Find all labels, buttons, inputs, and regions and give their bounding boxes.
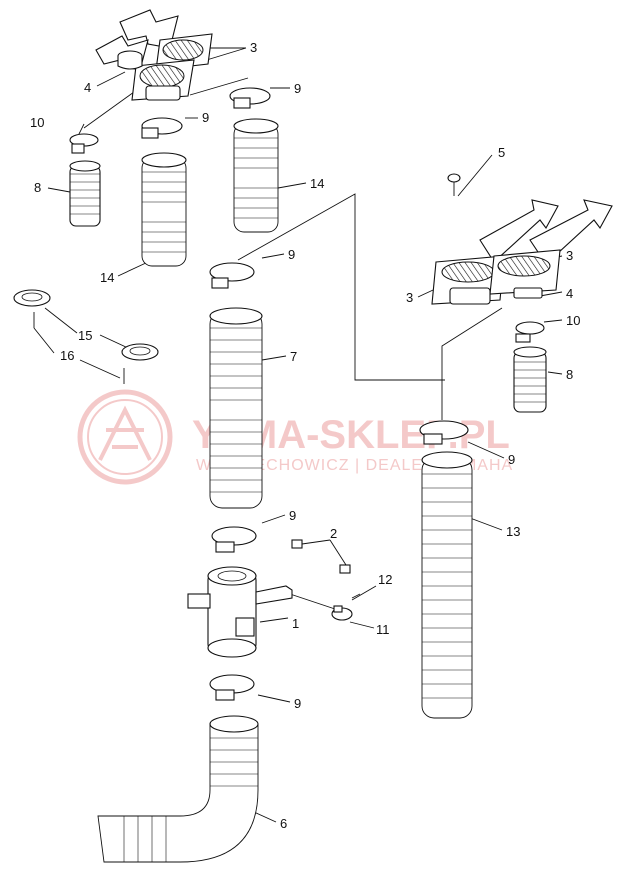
grommet-15-a xyxy=(13,289,51,328)
bolt-2-b xyxy=(339,564,351,574)
hose-clamp-10-right xyxy=(515,321,545,343)
callout-10-a: 10 xyxy=(30,115,44,130)
callout-7: 7 xyxy=(290,349,297,364)
hose-clamp-9-f xyxy=(419,420,469,445)
callout-10-b: 10 xyxy=(566,313,580,328)
hose-clamp-9-b xyxy=(229,87,271,109)
callout-6: 6 xyxy=(280,816,287,831)
callout-11: 11 xyxy=(376,622,390,637)
callout-13: 13 xyxy=(506,524,520,539)
callout-8-b: 8 xyxy=(566,367,573,382)
callout-1: 1 xyxy=(292,616,299,631)
hose-clamp-9-d xyxy=(211,526,257,553)
callout-9-e: 9 xyxy=(294,696,301,711)
callout-2: 2 xyxy=(330,526,337,541)
callout-9-a: 9 xyxy=(294,81,301,96)
hose-clamp-10-left xyxy=(69,133,99,154)
callout-3-a: 3 xyxy=(250,40,257,55)
duct-hose-14-left xyxy=(141,152,187,267)
duct-hose-7 xyxy=(209,307,263,509)
callout-3-c: 3 xyxy=(406,290,413,305)
elbow-hose-6 xyxy=(97,715,259,863)
grommet-15-b xyxy=(121,343,159,384)
callout-4-a: 4 xyxy=(84,80,91,95)
hose-clamp-9-c xyxy=(209,262,255,289)
air-intake-vent-assembly-left xyxy=(95,9,213,101)
callout-9-c: 9 xyxy=(288,247,295,262)
yamaha-tuning-fork-logo-icon xyxy=(77,389,173,485)
air-intake-vent-assembly-right xyxy=(431,199,613,305)
callout-9-d: 9 xyxy=(289,508,296,523)
hose-clamp-9-a xyxy=(141,117,183,139)
callout-12: 12 xyxy=(378,572,392,587)
callout-labels: 1 2 3 3 3 4 4 5 6 7 8 8 9 9 9 9 9 9 10 1… xyxy=(30,40,580,831)
screw-5 xyxy=(447,173,461,196)
small-hose-8-right xyxy=(513,346,547,413)
callout-16: 16 xyxy=(60,348,74,363)
duct-hose-13 xyxy=(421,451,473,719)
callout-14-a: 14 xyxy=(310,176,324,191)
hose-clamp-9-e xyxy=(209,674,255,701)
clip-11 xyxy=(331,605,353,621)
duct-hose-14-right xyxy=(233,118,279,233)
callout-5: 5 xyxy=(498,145,505,160)
callout-8-a: 8 xyxy=(34,180,41,195)
callout-14-b: 14 xyxy=(100,270,114,285)
callout-15: 15 xyxy=(78,328,92,343)
callout-9-b: 9 xyxy=(202,110,209,125)
air-canister-1 xyxy=(187,566,293,658)
screw-12 xyxy=(351,593,361,599)
callout-4-b: 4 xyxy=(566,286,573,301)
bolt-2-a xyxy=(291,539,303,549)
callout-9-f: 9 xyxy=(508,452,515,467)
small-hose-8-left xyxy=(69,160,101,227)
callout-3-b: 3 xyxy=(566,248,573,263)
